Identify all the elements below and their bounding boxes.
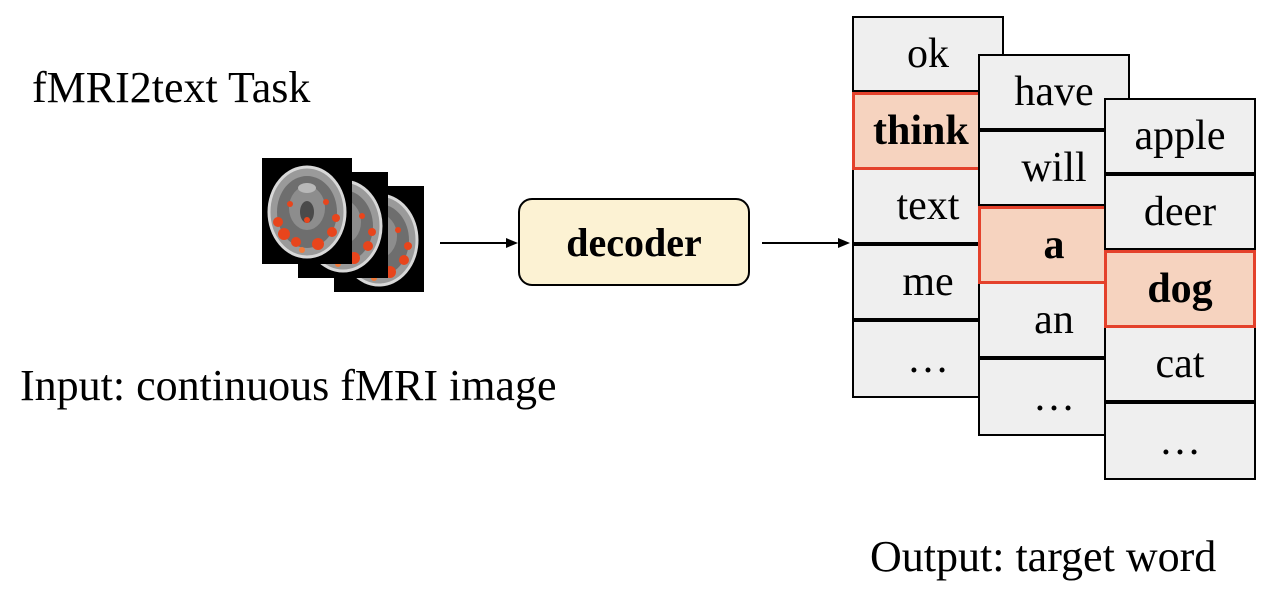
task-title: fMRI2text Task (32, 63, 311, 112)
input-arrow (440, 238, 518, 248)
word-cell: apple (1104, 98, 1256, 176)
word-cell: deer (1104, 174, 1256, 252)
brain-slice (267, 165, 347, 259)
decoder-box: decoder (518, 198, 750, 286)
input-label: Input: continuous fMRI image (20, 361, 557, 410)
word-cell: … (1104, 402, 1256, 480)
output-arrow (762, 238, 850, 248)
decoder-label: decoder (566, 219, 702, 265)
word-cell: cat (1104, 326, 1256, 404)
fmri-scan-image (262, 158, 352, 264)
output-label: Output: target word (870, 532, 1217, 581)
selected-word-cell: dog (1104, 250, 1256, 328)
